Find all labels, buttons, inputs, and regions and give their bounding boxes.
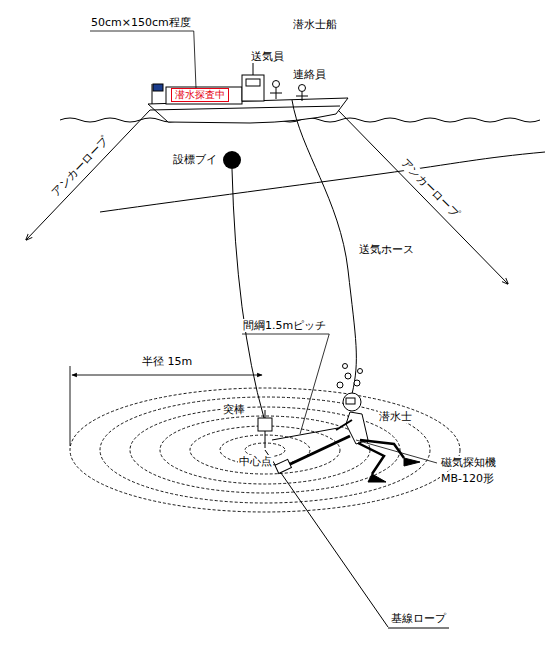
spacing-rope [242,334,338,440]
part-label: 送気員 [250,50,285,63]
sign-board: 潜水探査中 [171,88,229,102]
sea-surface [60,118,545,212]
boat [246,79,260,86]
diver [345,373,351,379]
part-label: 間綱1.5mピッチ [242,319,327,332]
magnetic-detector [284,436,350,467]
base-rope [388,628,449,629]
boat [253,63,254,75]
diver [358,443,384,474]
leader-line [90,31,196,88]
probe-rod [258,410,272,448]
base-rope [265,450,449,628]
leader-line [194,31,196,88]
part-label: 基線ロープ [390,612,447,625]
diver [336,364,420,483]
magnetic-detector [275,436,350,473]
magnetic-detector [275,459,291,473]
spacing-rope [300,334,329,434]
base-rope [265,450,388,627]
part-label: 設標ブイ [172,153,218,166]
boat [153,84,163,91]
boat [273,81,280,88]
diver [343,393,361,411]
diver [358,369,363,374]
sea-surface [100,152,545,212]
boat [166,87,242,104]
buoy [232,169,264,418]
radius-dimension [72,375,262,376]
spacing-rope [272,428,338,440]
boat [270,88,282,99]
part-label: 中心点 [238,455,273,468]
leader-line [356,440,437,463]
diver [404,458,420,466]
leader-line [356,440,437,463]
part-label: 突棒 [222,403,246,416]
boat [242,75,264,101]
part-label: MB-120形 [440,472,495,485]
part-label: アンカーロープ [398,155,463,221]
diver [337,382,343,388]
part-label: アンカーロープ [48,134,112,200]
radius-dimension [70,366,262,446]
radius-dimension [70,366,71,446]
leader-line [90,31,194,32]
diver [354,380,360,386]
boat [296,92,308,101]
part-label: 潜水士船 [292,18,338,31]
part-label: 送気ホース [358,243,415,256]
part-label: 50cm×150cm程度 [90,16,192,29]
diver [368,474,386,482]
diver [336,420,352,430]
boat [150,106,340,110]
part-label: 半径 15m [141,355,193,368]
sign-text: 潜水探査中 [175,89,225,101]
diver [343,364,348,369]
probe-rod [258,418,272,431]
boat [299,85,306,92]
anchor-rope [26,108,508,284]
anchor-rope [336,108,508,284]
spacing-rope [242,334,329,335]
anchor-rope [26,110,150,240]
part-label: 磁気探知機 [440,456,497,469]
diver [346,412,368,444]
diver [346,398,355,404]
boat [148,63,348,123]
part-label: 潜水士 [378,410,413,423]
boat [152,84,153,104]
buoy [223,151,241,169]
part-label: 連絡員 [292,68,327,81]
buoy [223,151,264,418]
